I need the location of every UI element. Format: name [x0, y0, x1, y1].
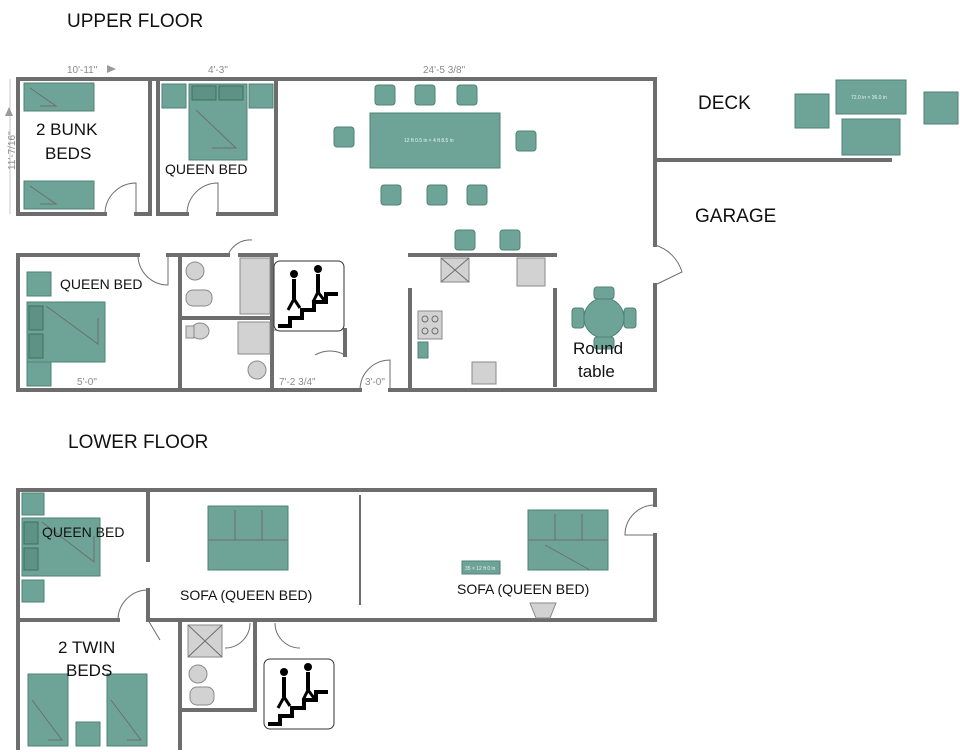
dining-area: 12 ft 0.5 in × 4 ft 8.5 in: [333, 84, 537, 251]
stairs-icon-lower: [263, 658, 335, 730]
deck-table: [835, 79, 907, 115]
bunk-room: 2 BUNK BEDS: [23, 82, 98, 210]
nightstand: [26, 271, 52, 297]
dim-hall: 7'-2 3/4": [279, 377, 316, 388]
dim-bunk-width: 10'-11": [67, 65, 98, 76]
upper-floor-title: UPPER FLOOR: [67, 11, 203, 32]
twin-bed-left: [27, 673, 69, 747]
nightstand-left: [161, 83, 187, 109]
sofa-left: [207, 505, 289, 571]
label-sofa-a: SOFA (QUEEN BED): [180, 587, 312, 603]
label-twin-1: 2 TWIN: [58, 638, 115, 657]
dim-bunk-height: 11'-7/16": [7, 131, 18, 170]
deck-area: DECK GARAGE 72.0 in × 36.0 in: [695, 79, 959, 227]
queen-room-top: QUEEN BED: [161, 83, 274, 177]
label-sofa-b: SOFA (QUEEN BED): [457, 581, 589, 597]
coffee-table-tag: 35 × 12 ft 0 in: [465, 566, 496, 572]
nightstand-2: [26, 361, 52, 387]
label-deck: DECK: [698, 93, 751, 114]
label-bunk-2: BEDS: [45, 144, 91, 163]
label-table: table: [578, 362, 615, 381]
dining-table: [369, 112, 501, 169]
label-round: Round: [573, 339, 623, 358]
bunk-bed-bottom: [23, 180, 95, 210]
stairs-icon-upper: [273, 260, 345, 332]
coffee-table: [461, 560, 501, 575]
queen-room-bottom: QUEEN BED 5'-0": [26, 271, 142, 388]
twin-bed-right: [106, 673, 148, 747]
dim-bedroom-bottom: 5'-0": [77, 377, 97, 388]
lower-queen-room: QUEEN BED: [21, 492, 124, 603]
lower-floor-title: LOWER FLOOR: [68, 432, 208, 453]
lower-living: SOFA (QUEEN BED) SOFA (QUEEN BED) 35 × 1…: [180, 505, 609, 619]
dim-main-width: 24'-5 3/8": [423, 65, 466, 76]
twin-room: 2 TWIN BEDS: [27, 638, 148, 747]
nightstand-right: [248, 83, 274, 109]
deck-table-tag: 72.0 in × 36.0 in: [851, 95, 887, 101]
dining-table-tag: 12 ft 0.5 in × 4 ft 8.5 in: [404, 138, 454, 144]
lower-doors: [117, 504, 656, 649]
label-twin-2: BEDS: [66, 661, 112, 680]
round-table: Round table: [571, 286, 637, 381]
label-queen-a: QUEEN BED: [165, 161, 247, 177]
kitchen: [417, 257, 546, 385]
label-lower-queen: QUEEN BED: [42, 524, 124, 540]
label-garage: GARAGE: [695, 206, 776, 227]
dimension-lines: 10'-11" 4'-3" 24'-5 3/8" 11'-7/16": [5, 65, 655, 214]
label-bunk-1: 2 BUNK: [36, 120, 98, 139]
bunk-bed-top: [23, 82, 95, 112]
dim-door: 3'-0": [365, 377, 385, 388]
upper-bathrooms: [185, 257, 271, 380]
lower-bathroom: [187, 624, 223, 706]
label-queen-b: QUEEN BED: [60, 276, 142, 292]
upper-walls: [16, 77, 892, 392]
lower-walls: [16, 488, 657, 750]
dim-queen-width: 4'-3": [208, 65, 228, 76]
upper-doors: [104, 182, 683, 391]
